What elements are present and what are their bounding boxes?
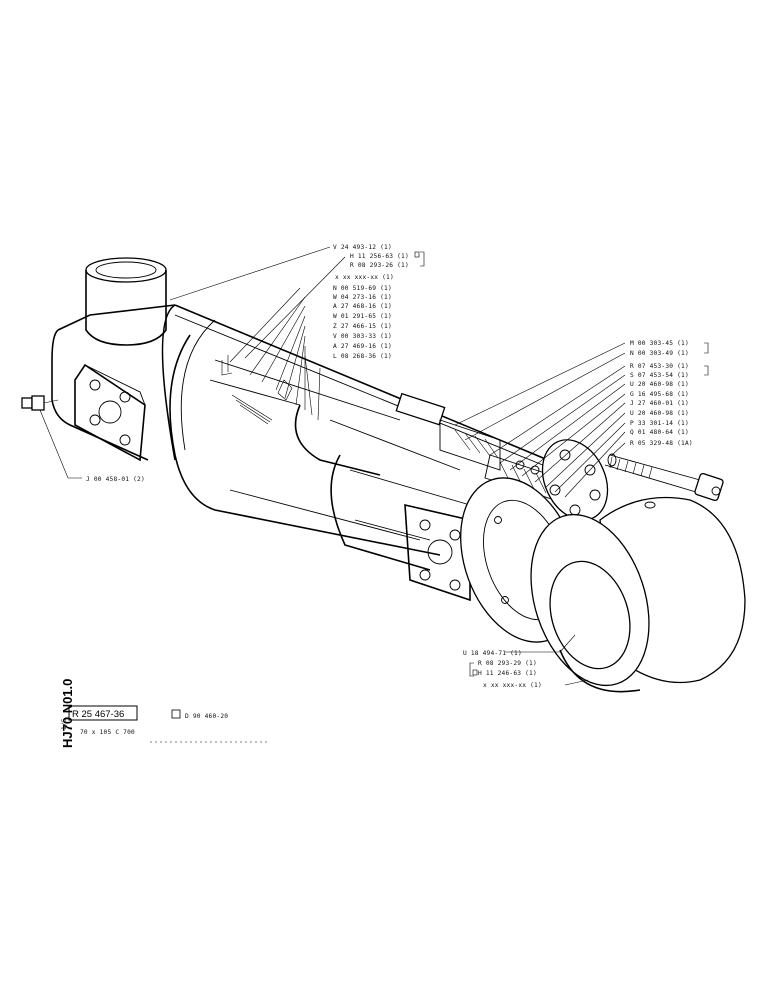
label-top-5: N 00 519-69 (1)	[333, 285, 392, 292]
label-top-12: L 08 268-36 (1)	[333, 353, 392, 360]
drawing-ref-box	[171, 709, 181, 719]
label-right-9: P 33 301-14 (1)	[630, 420, 689, 427]
label-bottom-3: H 11 246-63 (1)	[478, 670, 537, 677]
label-right-10: Q 01 480-64 (1)	[630, 429, 689, 436]
long-bolt	[604, 453, 724, 502]
side-code: HJ70 N01.0	[60, 679, 75, 748]
label-top-11: A 27 469-16 (1)	[333, 343, 392, 350]
label-top-10: V 00 303-33 (1)	[333, 333, 392, 340]
label-top-6: W 04 273-16 (1)	[333, 294, 392, 301]
label-right-11: R 05 329-48 (1A)	[630, 440, 693, 447]
part-number-box	[68, 705, 138, 721]
label-right-8: U 20 460-98 (1)	[630, 410, 689, 417]
rear-flange-plate	[74, 363, 146, 462]
label-top-2: H 11 256-63 (1)	[350, 253, 409, 260]
rod-eye-clevis	[530, 496, 746, 693]
label-top-3: R 08 293-26 (1)	[350, 262, 409, 269]
label-right-6: G 16 495-68 (1)	[630, 391, 689, 398]
label-bottom-1: U 18 494-71 (1)	[463, 650, 522, 657]
inlet-port-tube	[85, 257, 167, 346]
piston-rod-cutaway	[209, 359, 471, 571]
drawing-ref: D 90 460-20	[185, 713, 228, 720]
label-right-1: M 00 303-45 (1)	[630, 340, 689, 347]
label-top-9: Z 27 466-15 (1)	[333, 323, 392, 330]
label-top-7: A 27 468-16 (1)	[333, 303, 392, 310]
label-top-8: W 01 291-65 (1)	[333, 313, 392, 320]
internal-spring-clips	[221, 355, 293, 425]
part-labels-bottom: U 18 494-71 (1) R 08 293-29 (1) H 11 246…	[463, 650, 542, 689]
leader-lines	[39, 246, 626, 686]
part-labels-top: V 24 493-12 (1) H 11 256-63 (1) R 08 293…	[333, 244, 409, 360]
bolt-flange-ring	[541, 439, 609, 521]
label-bottom-4: x xx xxx-xx (1)	[483, 682, 542, 689]
label-bottom-2: R 08 293-29 (1)	[478, 660, 537, 667]
bleed-screw	[21, 395, 59, 411]
part-small-note: 1/5	[61, 718, 68, 730]
label-top-1: V 24 493-12 (1)	[333, 244, 392, 251]
gland-seal-pack	[395, 392, 561, 501]
part-number: R 25 467-36	[72, 709, 124, 720]
label-right-5: U 20 460-98 (1)	[630, 381, 689, 388]
label-right-7: J 27 460-01 (1)	[630, 400, 689, 407]
part-spec: 70 x 105 C 700	[80, 729, 135, 736]
barrel-tube	[161, 304, 441, 556]
hydraulic-cylinder-drawing	[21, 257, 746, 693]
label-left-bleed-screw: J 00 458-01 (2)	[86, 476, 145, 483]
title-block: HJ70 N01.0 R 25 467-36 1/5 70 x 105 C 70…	[60, 679, 270, 748]
label-top-4: x xx xxx-xx (1)	[335, 274, 394, 281]
label-right-4: S 07 453-54 (1)	[630, 372, 689, 379]
label-right-2: N 00 303-49 (1)	[630, 350, 689, 357]
label-right-3: R 07 453-30 (1)	[630, 363, 689, 370]
front-flange-plate	[404, 503, 471, 602]
label-brackets	[414, 251, 709, 677]
part-labels-right: M 00 303-45 (1) N 00 303-49 (1) R 07 453…	[630, 340, 693, 447]
